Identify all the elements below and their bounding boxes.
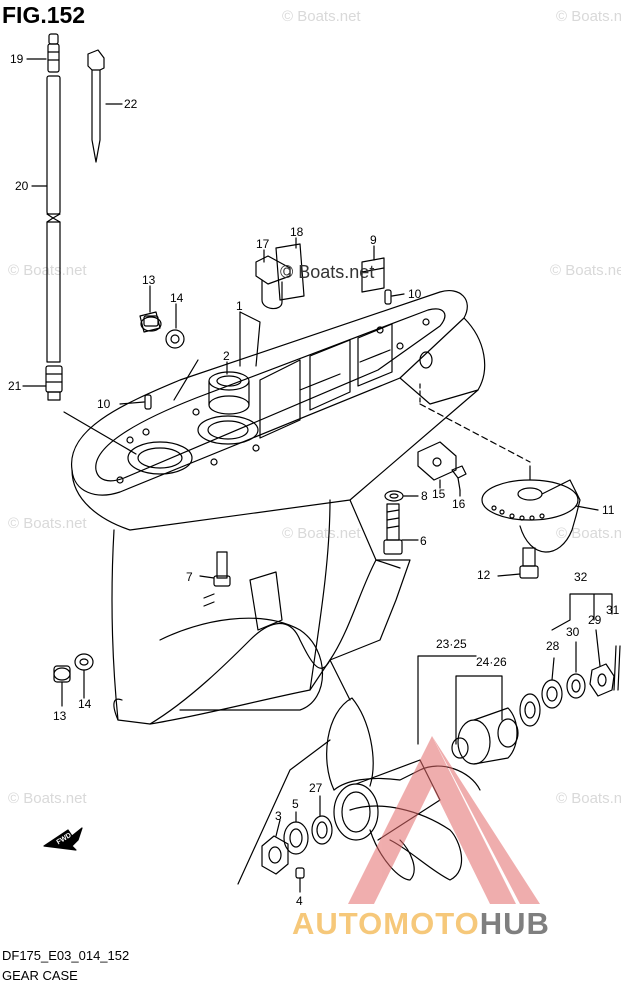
part-24-26-bushing bbox=[451, 707, 519, 765]
callout-18: 18 bbox=[290, 225, 304, 239]
part-19-cap bbox=[47, 33, 60, 73]
part-20-driveshaft bbox=[46, 75, 61, 363]
callout-7: 7 bbox=[186, 570, 193, 584]
part-18-plate bbox=[275, 243, 305, 301]
part-3-nut bbox=[261, 835, 289, 875]
callout-19: 19 bbox=[10, 52, 24, 66]
part-14-washer-top bbox=[165, 329, 185, 349]
watermark: © Boats.net bbox=[8, 515, 87, 532]
callout-10-left: 10 bbox=[97, 397, 111, 411]
part-16-screw bbox=[451, 465, 467, 491]
callout-27: 27 bbox=[309, 781, 323, 795]
watermark: © Boats.net bbox=[282, 525, 361, 542]
part-6-bolt bbox=[383, 503, 403, 555]
callout-13-bottom: 13 bbox=[53, 709, 67, 723]
part-7-bolt bbox=[213, 551, 231, 587]
watermark-main: © Boats.net bbox=[280, 262, 375, 282]
callout-9: 9 bbox=[370, 233, 377, 247]
part-8-washer bbox=[384, 490, 404, 502]
part-23-25-thrust bbox=[519, 693, 541, 727]
watermark: © Boats.net bbox=[556, 8, 621, 25]
callout-12: 12 bbox=[477, 568, 491, 582]
brand-moto: MOTO bbox=[383, 906, 480, 941]
callout-24-26: 24·26 bbox=[476, 655, 507, 669]
callout-16: 16 bbox=[452, 497, 466, 511]
callout-32: 32 bbox=[574, 570, 588, 584]
callout-13-top: 13 bbox=[142, 273, 156, 287]
callout-5: 5 bbox=[292, 797, 299, 811]
callout-23-25: 23·25 bbox=[436, 637, 467, 651]
callout-11: 11 bbox=[602, 503, 615, 517]
callout-3: 3 bbox=[275, 809, 282, 823]
figure-caption: GEAR CASE bbox=[2, 968, 78, 983]
part-12-bolt bbox=[519, 547, 539, 579]
callout-22: 22 bbox=[124, 97, 138, 111]
part-13-plug-top bbox=[139, 311, 162, 333]
callout-2: 2 bbox=[223, 349, 230, 363]
watermark: © Boats.net bbox=[550, 262, 621, 279]
callout-20: 20 bbox=[15, 179, 29, 193]
brand-auto: AUTO bbox=[292, 906, 384, 941]
callout-28: 28 bbox=[546, 639, 560, 653]
watermark: © Boats.net bbox=[8, 790, 87, 807]
part-11-trim-tab bbox=[481, 479, 581, 553]
model-code: DF175_E03_014_152 bbox=[2, 948, 130, 963]
part-30-washer bbox=[566, 673, 586, 699]
part-27-spacer bbox=[311, 815, 333, 845]
callout-14-bottom: 14 bbox=[78, 697, 92, 711]
callout-1: 1 bbox=[236, 299, 243, 313]
part-17-bracket bbox=[255, 255, 291, 310]
part-15-block bbox=[417, 441, 457, 481]
part-9-clip bbox=[361, 257, 385, 293]
figure-title: FIG.152 bbox=[2, 2, 86, 28]
callout-29: 29 bbox=[588, 613, 602, 627]
part-10-pin-right bbox=[384, 289, 392, 305]
callout-8: 8 bbox=[421, 489, 428, 503]
callout-labels: 19 22 20 21 17 18 9 13 14 1 2 10 10 8 15… bbox=[8, 52, 620, 908]
callout-14-top: 14 bbox=[170, 291, 184, 305]
part-29-nut bbox=[589, 663, 615, 697]
part-22-shift-rod bbox=[87, 49, 105, 163]
part-28-washer bbox=[541, 679, 563, 709]
automotohub-brand: AUTOMOTOHUB bbox=[292, 906, 550, 942]
callout-6: 6 bbox=[420, 534, 427, 548]
callout-4: 4 bbox=[296, 894, 303, 908]
callout-31: 31 bbox=[606, 603, 620, 617]
part-10-pin-left bbox=[144, 394, 152, 410]
part-31-cotter-pin bbox=[613, 645, 621, 691]
callout-10-right: 10 bbox=[408, 287, 422, 301]
watermark: © Boats.net bbox=[556, 790, 621, 807]
gear-case-body bbox=[71, 290, 531, 725]
callout-15: 15 bbox=[432, 487, 446, 501]
callout-30: 30 bbox=[566, 625, 580, 639]
callout-21: 21 bbox=[8, 379, 22, 393]
brand-hub: HUB bbox=[479, 906, 550, 941]
part-4-pin bbox=[295, 867, 305, 879]
part-21-shaft-end bbox=[45, 365, 63, 401]
part-14-washer-bottom bbox=[74, 653, 94, 671]
callout-17: 17 bbox=[256, 237, 270, 251]
part-13-plug-bottom bbox=[53, 665, 71, 683]
automotohub-triangle-logo bbox=[348, 736, 540, 904]
fwd-arrow bbox=[43, 827, 83, 851]
watermark: © Boats.net bbox=[282, 8, 361, 25]
